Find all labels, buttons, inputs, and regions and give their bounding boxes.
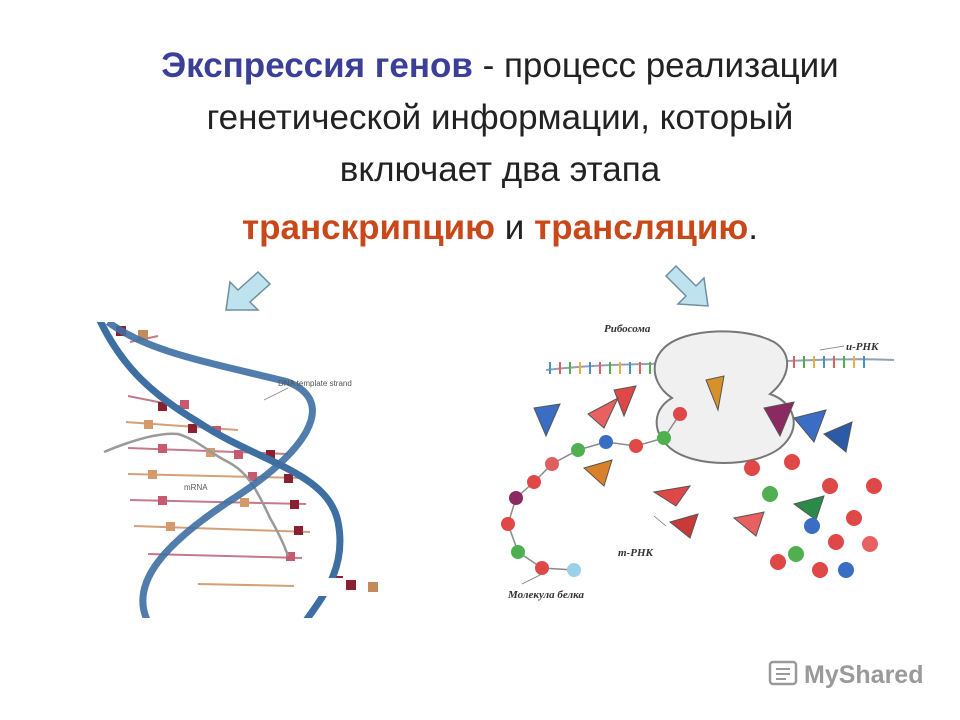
title-line-1-rest: - процесс реализации — [472, 46, 839, 85]
title-line-2: генетической информации, который — [206, 98, 794, 137]
ribosome-body — [653, 330, 795, 464]
title-line-1: Экспрессия генов - процесс реализации — [60, 40, 940, 92]
label-trna: т-РНК — [618, 547, 653, 559]
dna-helix-icon: DNA template strand mRNA — [96, 322, 382, 618]
stage-conjunction: и — [495, 208, 535, 247]
translation-illustration: Рибосома и-РНК т-РНК Молекула белка — [494, 318, 910, 614]
trna-molecules — [533, 375, 853, 539]
label-dna-mrna: mRNA — [184, 483, 208, 492]
slide-title: Экспрессия генов - процесс реализации ге… — [60, 40, 940, 254]
mrna-strand — [103, 432, 290, 557]
nucleotide-blocks — [116, 326, 367, 593]
label-dna-template: DNA template strand — [278, 379, 352, 388]
amino-acid-chain — [501, 407, 687, 577]
label-mrna: и-РНК — [846, 341, 879, 353]
label-protein: Молекула белка — [507, 589, 584, 601]
arrow-down-right-icon — [664, 264, 709, 307]
term-gene-expression: Экспрессия генов — [161, 46, 473, 85]
watermark-text: MyShared — [804, 661, 923, 689]
label-ribosome: Рибосома — [604, 323, 651, 335]
title-line-3: включает два этапа — [339, 150, 661, 189]
free-amino-acids — [744, 454, 882, 578]
myshared-logo-icon — [768, 660, 798, 686]
watermark: MyShared — [768, 660, 923, 689]
label-leader-template — [263, 387, 289, 401]
stage-transcription: транскрипцию — [242, 208, 496, 247]
stage-translation: трансляцию — [534, 208, 749, 247]
arrow-down-left-icon — [225, 270, 272, 311]
helix-backbone-2 — [105, 322, 316, 618]
ribosome-translation-icon: Рибосома и-РНК т-РНК Молекула белка — [501, 323, 895, 601]
title-line-stages: транскрипцию и трансляцию. — [60, 202, 940, 254]
stage-period: . — [748, 208, 758, 247]
transcription-illustration: DNA template strand mRNA — [88, 322, 400, 618]
